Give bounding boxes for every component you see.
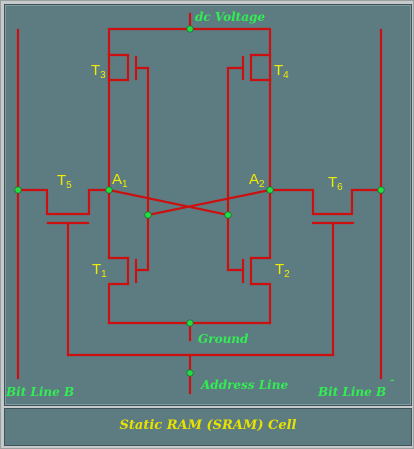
ground-node-dot: [186, 319, 194, 327]
cross-wire-a2-to-t1-gate: [146, 188, 272, 217]
address-node-dot: [186, 369, 194, 377]
t1-label: T1: [92, 261, 107, 280]
bit-line-b-dot: [14, 186, 22, 194]
vdc-node-dot: [186, 25, 194, 33]
node-a2-label: A2: [249, 171, 265, 190]
node-a1-label: A1: [112, 171, 128, 190]
t6-label: T6: [328, 174, 343, 193]
node-a2-dot: [266, 186, 274, 194]
t5-label: T5: [57, 172, 72, 191]
t4-gate-lead: [226, 66, 245, 217]
bit-line-b-bar-label: Bit Line B: [317, 385, 386, 399]
t4-label: T4: [274, 62, 289, 81]
bit-line-b-bar-dot: [377, 186, 385, 194]
ground-label: Ground: [198, 332, 249, 346]
bit-line-b-label: Bit Line B: [5, 385, 74, 399]
t3-label: T3: [91, 62, 106, 81]
bit-line-bar-symbol: –: [390, 376, 395, 386]
t1-source-bottom: [107, 282, 130, 325]
t2-source-bottom: [249, 282, 272, 325]
caption-title: Static RAM (SRAM) Cell: [119, 418, 297, 433]
vdc-rail: [107, 27, 272, 82]
t5-wire: [16, 188, 111, 216]
t1-gate-node-dot: [144, 211, 152, 219]
caption-bar: Static RAM (SRAM) Cell: [4, 408, 412, 446]
cross-wire-a1-to-t2-gate: [107, 188, 230, 217]
t2-gate-lead: [226, 213, 245, 272]
t6-wire: [268, 188, 383, 216]
t2-gate-node-dot: [224, 211, 232, 219]
t3-gate-lead: [134, 66, 150, 217]
t2-label: T2: [275, 261, 290, 280]
circuit-panel: [4, 4, 412, 406]
node-a1-dot: [105, 186, 113, 194]
dc-voltage-label: dc Voltage: [195, 10, 265, 24]
t1-gate-lead: [134, 213, 150, 272]
address-line-label: Address Line: [200, 378, 288, 392]
